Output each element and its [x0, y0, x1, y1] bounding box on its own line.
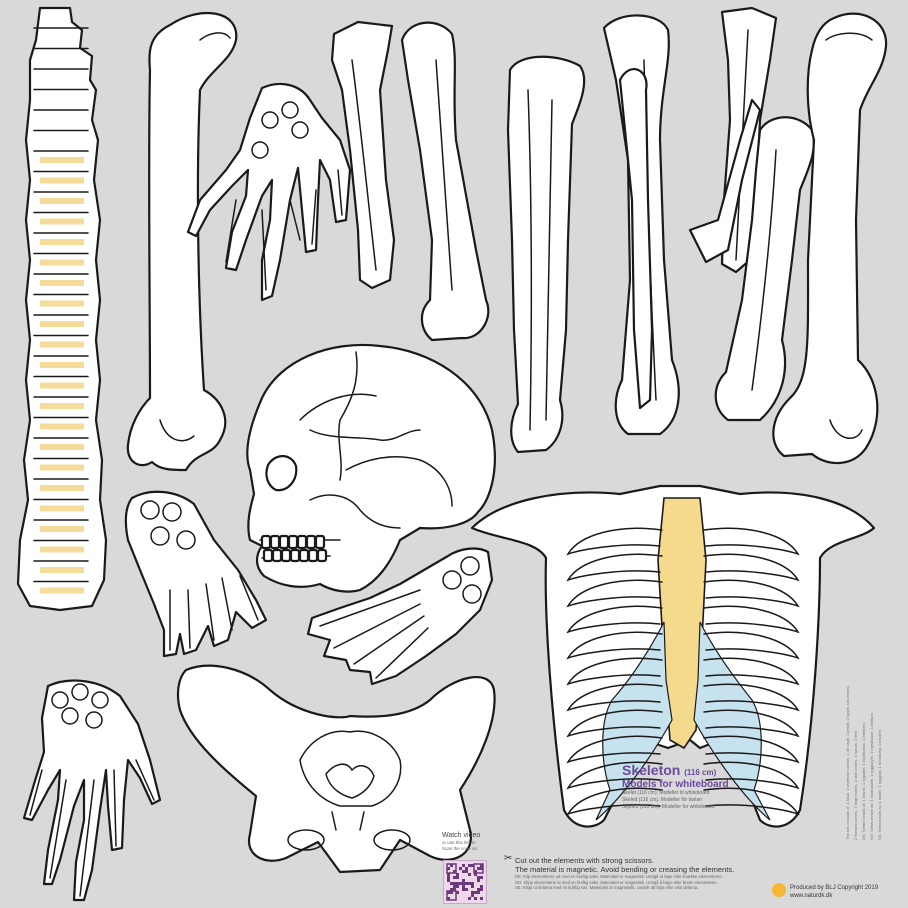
- instructions-translation-1: NO: Klipp elementene ut med en kraftig s…: [515, 879, 718, 885]
- watch-video-small-1: Scan the code on: [442, 846, 478, 851]
- rib-cage[interactable]: [470, 484, 876, 828]
- hand-right[interactable]: [186, 82, 352, 302]
- watch-video-small-0: or use this link in: [442, 840, 476, 845]
- producer-line2: www.naturdk.dk: [790, 893, 833, 899]
- side-note-2: DK: Sættet består af: 1 kranie, 1 rygsøj…: [861, 723, 866, 840]
- thigh-bone-right[interactable]: [772, 12, 888, 465]
- side-notes: The set consists of: 1 skull, 1 vertebra…: [845, 540, 905, 840]
- watch-video[interactable]: Watch video or use this link in Scan the…: [442, 832, 502, 852]
- shin-bones-pair-2[interactable]: [714, 116, 815, 422]
- side-note-0: The set consists of: 1 skull, 1 vertebra…: [845, 685, 850, 840]
- scissors-icon: ✂: [504, 853, 513, 864]
- pelvis[interactable]: [176, 664, 496, 874]
- skull[interactable]: [246, 343, 496, 593]
- watch-video-label: Watch video: [442, 832, 481, 839]
- shin-bones-pair-1[interactable]: [506, 14, 680, 454]
- side-note-3: NO: Settet består av: 1 hodeskalle, 1 ry…: [869, 713, 874, 840]
- instructions: ✂ Cut out the elements with strong sciss…: [504, 854, 795, 891]
- instructions-translation-2: SE: Klipp ut delarna med en kraftig sax.…: [515, 885, 699, 890]
- foot-right[interactable]: [306, 547, 494, 686]
- instructions-line2: The material is magnetic. Avoid bending …: [515, 865, 735, 874]
- vertebral-column[interactable]: [16, 6, 108, 612]
- caption-1: Skelett (116 cm). Modeller för tavlan: [622, 797, 702, 803]
- hand-left[interactable]: [22, 679, 162, 902]
- foot-left[interactable]: [124, 490, 268, 658]
- side-note-4: SE: Setet består av: 1 skalle, 1 ryggrad…: [877, 729, 882, 840]
- instructions-line1: Cut out the elements with strong scissor…: [515, 856, 654, 865]
- caption-2: Skjelett (116 cm). Modeller for whiteboa…: [622, 804, 715, 810]
- skeleton-subtitle: Models for whiteboard: [622, 779, 729, 790]
- producer: Produced by BLJ Copyright 2019 www.natur…: [772, 883, 900, 900]
- upper-arm-bone-left[interactable]: [126, 11, 238, 472]
- forearm-bones-left[interactable]: [330, 20, 490, 342]
- producer-line1: Produced by BLJ Copyright 2019: [790, 885, 879, 891]
- skeleton-title: Skeleton (116 cm): [622, 762, 717, 778]
- side-note-1: 2 forearm bones, 2 thigh bones, 2 shin b…: [853, 731, 858, 840]
- caption-0: Skelet (116 cm). Modeller til whiteboard: [622, 790, 710, 796]
- title-block: Skeleton (116 cm) Models for whiteboard …: [622, 762, 832, 811]
- sun-logo-icon: [772, 883, 786, 897]
- instructions-translation-0: DK: Klip elementerne ud med en kraftig s…: [515, 874, 723, 879]
- qr-code-icon[interactable]: [443, 860, 487, 904]
